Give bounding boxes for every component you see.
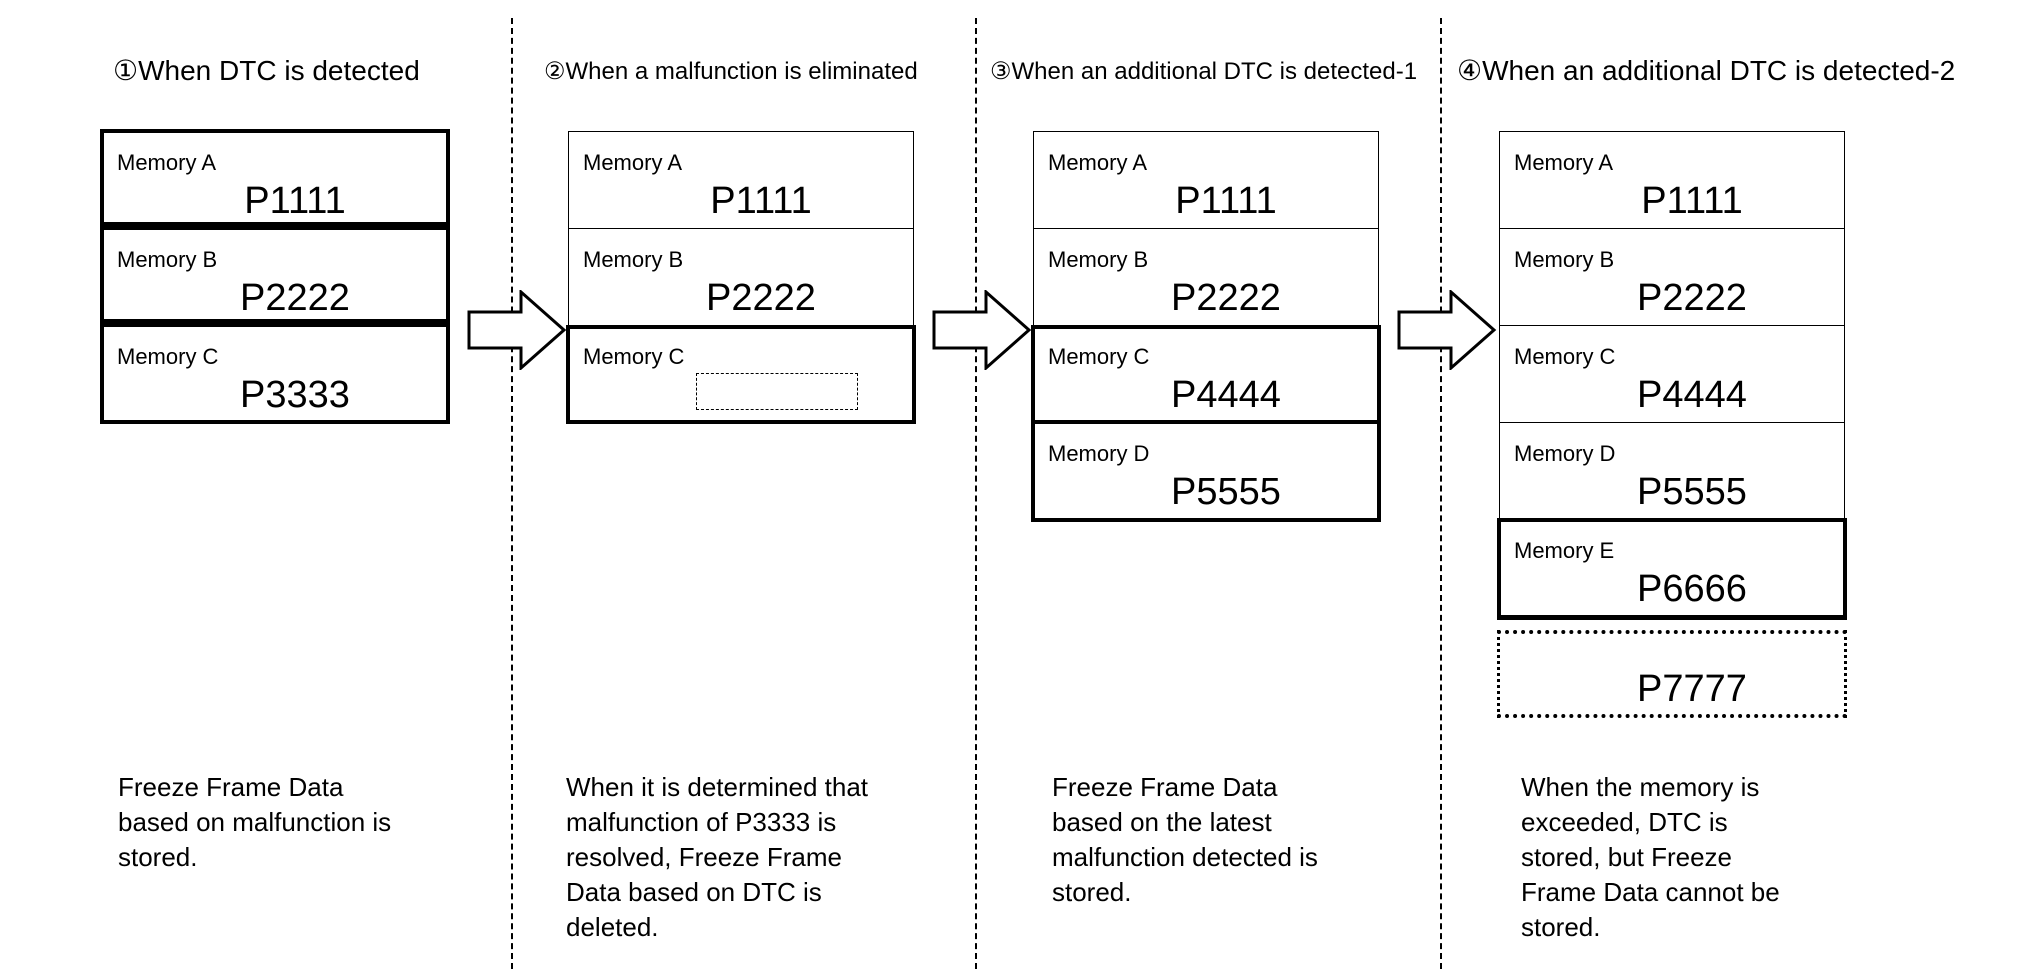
- dtc-code: P4444: [1637, 374, 1747, 416]
- dtc-code: P1111: [1641, 180, 1743, 222]
- dtc-code: P1111: [244, 180, 346, 222]
- memory-label: Memory B: [117, 247, 218, 272]
- panel-4-caption: When the memory is exceeded, DTC is stor…: [1521, 770, 1861, 945]
- caption-line: stored.: [1521, 912, 1601, 942]
- memory-cell: Memory D P5555: [1499, 422, 1845, 519]
- memory-label: Memory B: [583, 247, 684, 272]
- panel-1-caption: Freeze Frame Data based on malfunction i…: [118, 770, 458, 875]
- caption-line: based on the latest: [1052, 807, 1272, 837]
- memory-label: Memory A: [1514, 150, 1614, 175]
- caption-line: based on malfunction is: [118, 807, 392, 837]
- panel-2-memory-stack: Memory A P1111 Memory B P2222 Memory C: [568, 131, 914, 422]
- memory-label: Memory C: [583, 344, 685, 369]
- memory-cell: Memory C P4444: [1499, 325, 1845, 422]
- transition-arrow-icon: [1397, 290, 1497, 370]
- memory-label: Memory D: [1048, 441, 1150, 466]
- caption-line: stored.: [1052, 877, 1132, 907]
- panel-1-title: ①When DTC is detected: [113, 55, 420, 86]
- dtc-code: P5555: [1637, 471, 1747, 513]
- dtc-code: P4444: [1171, 374, 1281, 416]
- caption-line: Freeze Frame Data: [118, 772, 344, 802]
- dtc-code: P2222: [240, 277, 350, 319]
- caption-line: When the memory is: [1521, 772, 1760, 802]
- caption-line: malfunction detected is: [1052, 842, 1318, 872]
- caption-line: Frame Data cannot be: [1521, 877, 1780, 907]
- panel-4-memory-stack: Memory A P1111 Memory B P2222 Memory C P…: [1499, 131, 1845, 616]
- memory-cell: Memory D P5555: [1033, 422, 1379, 519]
- memory-cell: Memory E P6666: [1499, 519, 1845, 616]
- caption-line: exceeded, DTC is: [1521, 807, 1728, 837]
- memory-cell: Memory C P3333: [102, 325, 448, 422]
- memory-label: Memory C: [1048, 344, 1150, 369]
- panel-3-memory-stack: Memory A P1111 Memory B P2222 Memory C P…: [1033, 131, 1379, 519]
- memory-label: Memory B: [1048, 247, 1149, 272]
- memory-cell: Memory B P2222: [1033, 228, 1379, 325]
- caption-line: resolved, Freeze Frame: [566, 842, 842, 872]
- panel-divider-2: [975, 18, 977, 969]
- memory-cell: Memory A P1111: [568, 131, 914, 228]
- memory-label: Memory E: [1514, 538, 1615, 563]
- dtc-code: P2222: [1171, 277, 1281, 319]
- overflow-dtc-slot: P7777: [1497, 630, 1847, 718]
- dtc-code: P6666: [1637, 568, 1747, 610]
- memory-cell: Memory A P1111: [102, 131, 448, 228]
- dtc-code: P3333: [240, 374, 350, 416]
- dtc-code: P2222: [1637, 277, 1747, 319]
- panel-2-title: ②When a malfunction is eliminated: [544, 58, 918, 85]
- memory-cell: Memory A P1111: [1499, 131, 1845, 228]
- caption-line: Freeze Frame Data: [1052, 772, 1278, 802]
- memory-label: Memory A: [117, 150, 217, 175]
- panel-3-title: ③When an additional DTC is detected-1: [990, 58, 1418, 85]
- panel-3-caption: Freeze Frame Data based on the latest ma…: [1052, 770, 1392, 910]
- transition-arrow-icon: [932, 290, 1032, 370]
- dtc-code: P5555: [1171, 471, 1281, 513]
- overflow-dtc-code: P7777: [1637, 668, 1747, 710]
- caption-line: deleted.: [566, 912, 659, 942]
- caption-line: stored.: [118, 842, 198, 872]
- caption-line: stored, but Freeze: [1521, 842, 1732, 872]
- panel-divider-1: [511, 18, 513, 969]
- memory-label: Memory D: [1514, 441, 1616, 466]
- memory-cell: Memory A P1111: [1033, 131, 1379, 228]
- panel-2-caption: When it is determined that malfunction o…: [566, 770, 906, 945]
- dtc-code: P1111: [710, 180, 812, 222]
- caption-line: Data based on DTC is: [566, 877, 822, 907]
- memory-cell: Memory B P2222: [102, 228, 448, 325]
- caption-line: malfunction of P3333 is: [566, 807, 837, 837]
- memory-cell: Memory B P2222: [568, 228, 914, 325]
- memory-label: Memory A: [1048, 150, 1148, 175]
- memory-label: Memory C: [117, 344, 219, 369]
- memory-label: Memory A: [583, 150, 683, 175]
- panel-1-memory-stack: Memory A P1111 Memory B P2222 Memory C P…: [102, 131, 448, 422]
- memory-cell: Memory C P4444: [1033, 325, 1379, 422]
- memory-label: Memory C: [1514, 344, 1616, 369]
- memory-cell: Memory B P2222: [1499, 228, 1845, 325]
- caption-line: When it is determined that: [566, 772, 869, 802]
- panel-4-title: ④When an additional DTC is detected-2: [1457, 55, 1956, 86]
- dtc-code: P2222: [706, 277, 816, 319]
- panel-divider-3: [1440, 18, 1442, 969]
- empty-slot-placeholder: [696, 373, 858, 410]
- memory-label: Memory B: [1514, 247, 1615, 272]
- transition-arrow-icon: [467, 290, 567, 370]
- dtc-code: P1111: [1175, 180, 1277, 222]
